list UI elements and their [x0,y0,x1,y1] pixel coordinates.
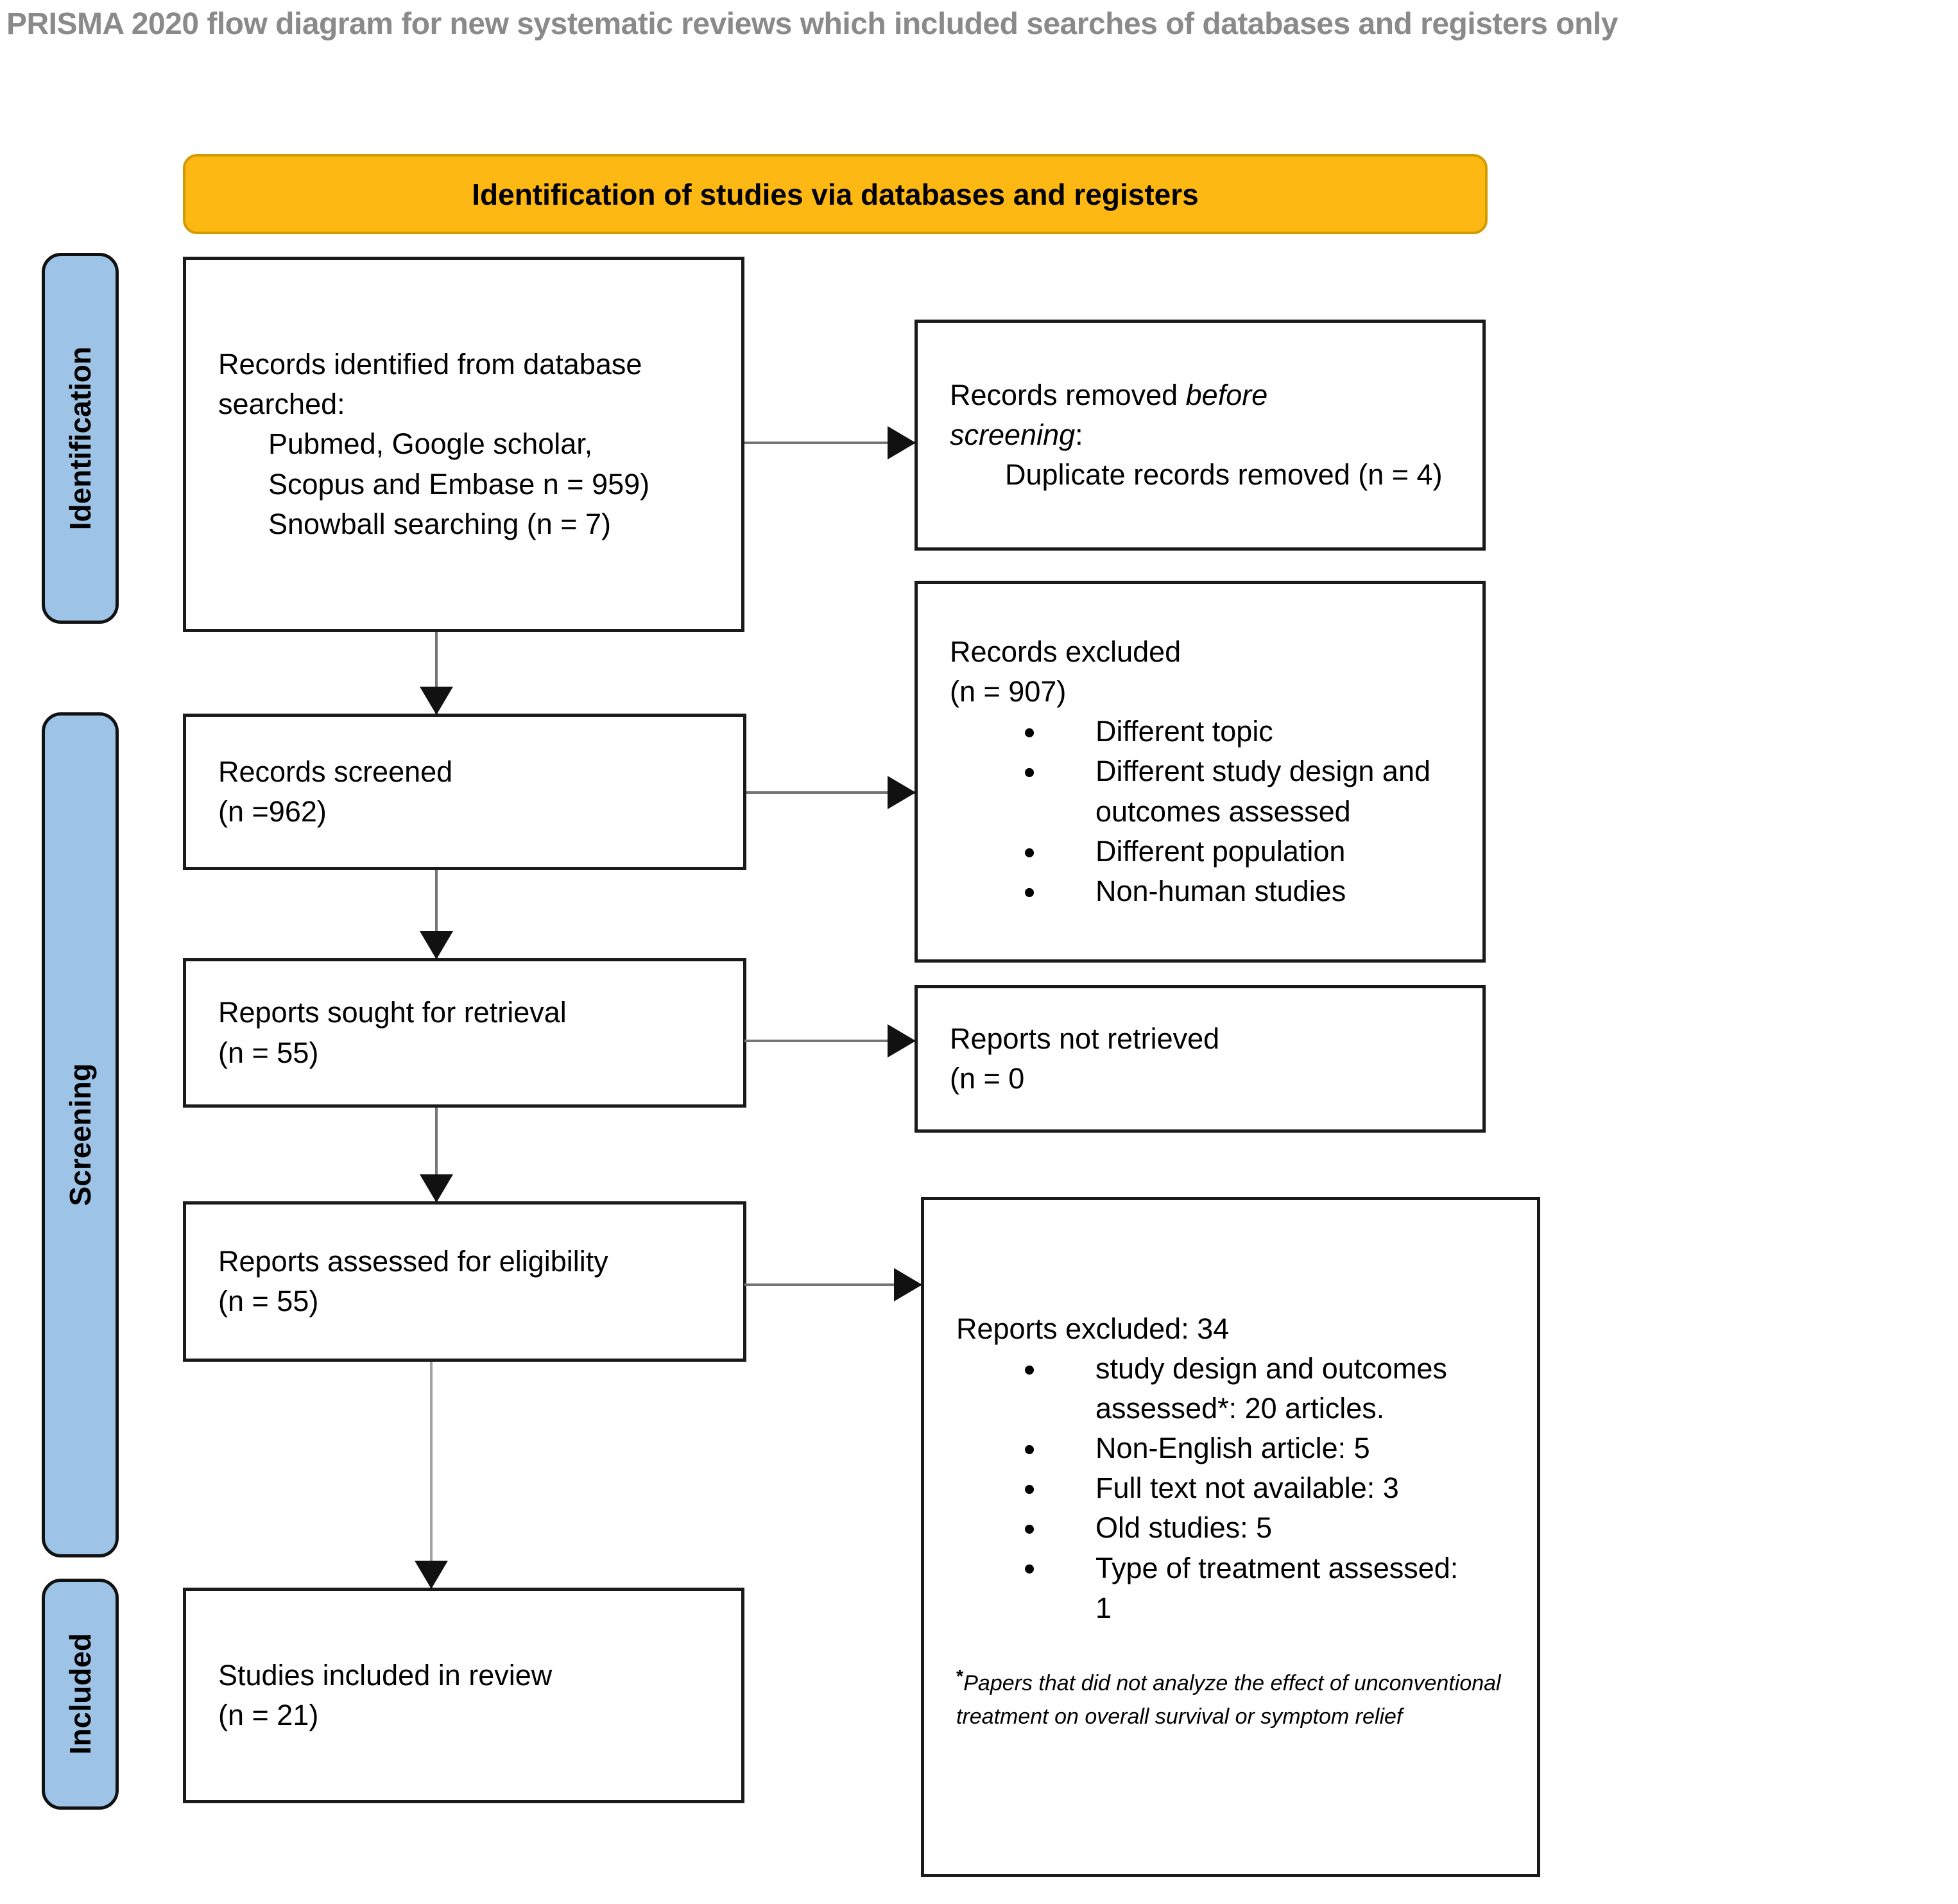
arrow-screened-to-sought [435,870,438,958]
box-records-removed: Records removed before screening: Duplic… [915,320,1486,551]
stage-included-label: Included [64,1633,97,1755]
records-excluded-label: Records excluded [950,635,1181,669]
footnote-text: Papers that did not analyze the effect o… [956,1670,1501,1729]
arrow-identified-to-removed [744,442,915,444]
footnote-asterisk: * [956,1667,964,1688]
arrow-assessed-to-included [430,1362,433,1588]
list-item: Different topic [1024,710,1450,756]
reports-not-retrieved-count: (n = 0 [950,1062,1025,1095]
box-reports-not-retrieved: Reports not retrieved (n = 0 [915,985,1486,1133]
page-title: PRISMA 2020 flow diagram for new systema… [6,7,1618,41]
records-removed-italic: before screening [950,378,1276,451]
studies-included-count: (n = 21) [218,1699,319,1731]
records-excluded-count: (n = 907) [950,675,1067,708]
arrow-assessed-to-reports-excluded [744,1283,921,1286]
reports-sought-count: (n = 55) [218,1036,319,1069]
arrow-identified-to-screened [435,632,438,714]
records-identified-sources: Pubmed, Google scholar, Scopus and Embase… [218,424,709,544]
list-item: Old studies: 5 [1024,1506,1468,1552]
reports-not-retrieved-label: Reports not retrieved [950,1022,1220,1055]
list-item: Type of treatment assessed: 1 [1024,1546,1468,1628]
stage-included: Included [42,1579,119,1810]
list-item: Snowball searching (n = 7) [268,507,612,540]
box-records-identified: Records identified from database searche… [183,257,744,632]
banner-identification-of-studies: Identification of studies via databases … [183,154,1488,234]
stage-screening-label: Screening [64,1063,97,1206]
stage-identification: Identification [42,253,119,624]
list-item: Duplicate records removed (n = 4) [1005,458,1443,492]
reports-excluded-reasons: study design and outcomes assessed*: 20 … [1024,1347,1505,1628]
box-studies-included: Studies included in review (n = 21) [183,1588,744,1803]
box-reports-assessed: Reports assessed for eligibility (n = 55… [183,1201,746,1362]
records-screened-label: Records screened [218,755,453,788]
arrow-sought-to-assessed [435,1108,438,1201]
records-removed-prefix: Records removed [950,378,1186,411]
box-reports-excluded: Reports excluded: 34 study design and ou… [921,1197,1540,1877]
stage-screening: Screening [42,712,119,1557]
reports-assessed-label: Reports assessed for eligibility [218,1244,608,1278]
arrow-screened-to-excluded [746,791,915,794]
list-item: Non-English article: 5 [1024,1427,1468,1473]
records-screened-count: (n =962) [218,795,327,828]
reports-excluded-heading: Reports excluded: 34 [956,1312,1230,1345]
studies-included-label: Studies included in review [218,1658,553,1692]
box-reports-sought: Reports sought for retrieval (n = 55) [183,958,746,1108]
reports-sought-label: Reports sought for retrieval [218,996,567,1029]
box-records-excluded: Records excluded (n = 907) Different top… [915,581,1486,963]
list-item: Scopus and Embase n = 959) [268,467,650,501]
arrow-sought-to-not-retrieved [744,1040,915,1042]
list-item: Full text not available: 3 [1024,1466,1468,1513]
list-item: Non-human studies [1024,870,1450,916]
box-records-screened: Records screened (n =962) [183,714,746,870]
records-removed-heading: Records removed before screening: [950,375,1386,455]
list-item: Pubmed, Google scholar, [268,427,593,461]
reports-excluded-footnote: *Papers that did not analyze the effect … [956,1667,1505,1734]
records-excluded-reasons: Different topicDifferent study design an… [1024,710,1450,916]
list-item: Different study design and outcomes asse… [1024,750,1450,831]
list-item: study design and outcomes assessed*: 20 … [1024,1347,1468,1428]
reports-assessed-count: (n = 55) [218,1285,319,1317]
records-removed-suffix: : [1075,418,1083,451]
stage-identification-label: Identification [64,346,97,531]
records-identified-heading: Records identified from database searche… [218,348,650,421]
banner-label: Identification of studies via databases … [472,177,1199,211]
records-removed-items: Duplicate records removed (n = 4) [950,455,1450,495]
list-item: Different population [1024,830,1450,876]
